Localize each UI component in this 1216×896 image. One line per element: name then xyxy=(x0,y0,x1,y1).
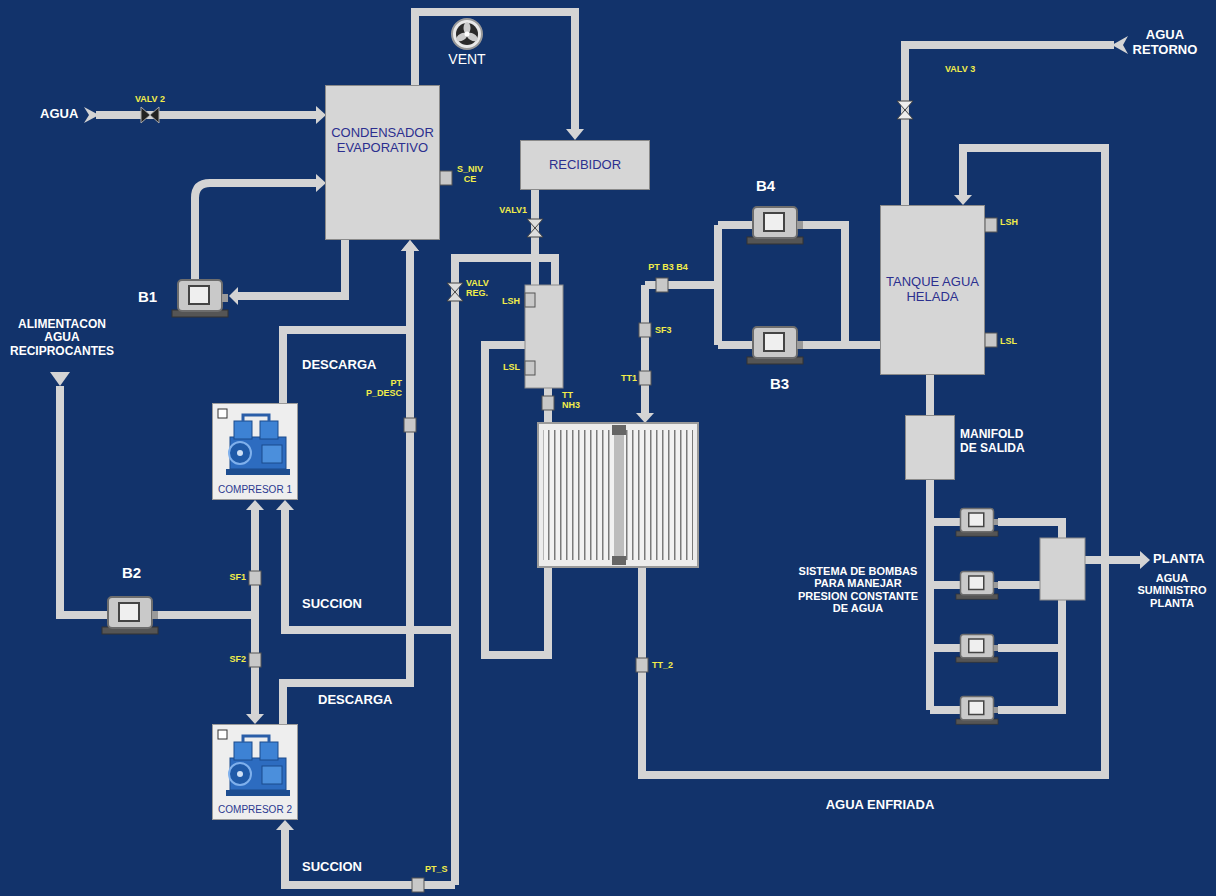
pipe-connector xyxy=(283,240,419,403)
stream-label: PLANTA xyxy=(1153,552,1213,567)
sensor-tag: TT1 xyxy=(613,373,637,383)
sensor-tag: TT_2 xyxy=(652,660,682,670)
sensor-tag: LSH xyxy=(1000,217,1030,227)
line-label: SUCCION xyxy=(302,597,382,612)
pump-name: B1 xyxy=(138,289,168,306)
tank-box: TANQUE AGUA HELADA xyxy=(880,205,985,375)
equipment-label: MANIFOLD DE SALIDA xyxy=(960,428,1040,456)
line-label: DESCARGA xyxy=(318,693,408,708)
condenser-box: CONDENSADOR EVAPORATIVO xyxy=(325,85,440,240)
manifold-box: MANIFOLD DE SALIDA xyxy=(905,415,955,480)
stream-label: ALIMENTACON AGUA RECIPROCANTES xyxy=(8,318,116,358)
pipe-connector xyxy=(415,12,584,140)
compressor-illustration xyxy=(216,728,296,802)
valve-tag: VALV 3 xyxy=(945,64,985,74)
stream-label: AGUA RETORNO xyxy=(1129,28,1201,57)
stream-label: AGUA SUMINISTRO PLANTA xyxy=(1132,572,1212,609)
equipment-name: TANQUE AGUA HELADA xyxy=(885,275,980,305)
equipment-name: CONDENSADOR EVAPORATIVO xyxy=(330,126,435,156)
valve-symbols xyxy=(141,101,913,301)
valve-tag: VALV 2 xyxy=(130,94,170,104)
sensor-tag: SF2 xyxy=(222,654,246,664)
receiver-box: RECIBIDOR xyxy=(520,140,650,190)
sensor-tag: PT_S xyxy=(425,864,455,874)
fan-icon xyxy=(452,19,482,49)
sensor-tag: TT NH3 xyxy=(562,390,586,410)
stream-label: AGUA ENFRIADA xyxy=(800,798,960,813)
pipe-lines xyxy=(60,45,1140,885)
sensor-tag: SF3 xyxy=(655,325,679,335)
pipe-line xyxy=(283,251,410,403)
pipe-connector xyxy=(283,240,419,724)
equipment-name: RECIBIDOR xyxy=(525,158,645,173)
flow-arrows xyxy=(50,36,1150,830)
stream-label: AGUA xyxy=(40,107,90,122)
pump-name: B2 xyxy=(122,565,152,582)
discharge-header xyxy=(1040,538,1085,600)
sensor-boxes xyxy=(249,171,997,892)
flow-arrowhead xyxy=(401,240,419,251)
equipment-name: COMPRESOR 1 xyxy=(217,484,293,496)
pump-name: B3 xyxy=(770,376,800,393)
sensor-tag: LSL xyxy=(496,362,520,372)
equipment-name: COMPRESOR 2 xyxy=(217,804,293,816)
pipe-line xyxy=(926,375,934,415)
flow-arrowhead xyxy=(401,240,419,251)
pipe-line xyxy=(283,251,410,724)
valve-tag: VALV REG. xyxy=(466,278,496,298)
sensor-tag: LSL xyxy=(1000,336,1030,346)
sensor-tag: SF1 xyxy=(222,572,246,582)
line-label: DESCARGA xyxy=(302,358,392,373)
compressor-box: COMPRESOR 2 xyxy=(212,724,298,820)
line-label: SUCCION xyxy=(302,860,382,875)
fan-label: VENT xyxy=(442,52,492,68)
pump-icons xyxy=(102,207,998,724)
flow-arrowhead xyxy=(566,129,584,140)
system-note: SISTEMA DE BOMBAS PARA MANEJAR PRESION C… xyxy=(794,565,922,614)
sensor-tag: S_NIV CE xyxy=(453,164,487,184)
evaporator-plates xyxy=(538,423,698,567)
separator-vessel xyxy=(525,285,563,388)
compressor-illustration xyxy=(216,407,296,481)
sensor-tag: PT P_DESC xyxy=(362,378,402,398)
valve-tag: VALV1 xyxy=(487,205,527,215)
pump-name: B4 xyxy=(756,178,786,195)
sensor-tag: PT B3 B4 xyxy=(640,262,696,272)
sensor-tag: LSH xyxy=(496,296,520,306)
pipe-connector xyxy=(930,375,931,415)
compressor-box: COMPRESOR 1 xyxy=(212,403,298,500)
